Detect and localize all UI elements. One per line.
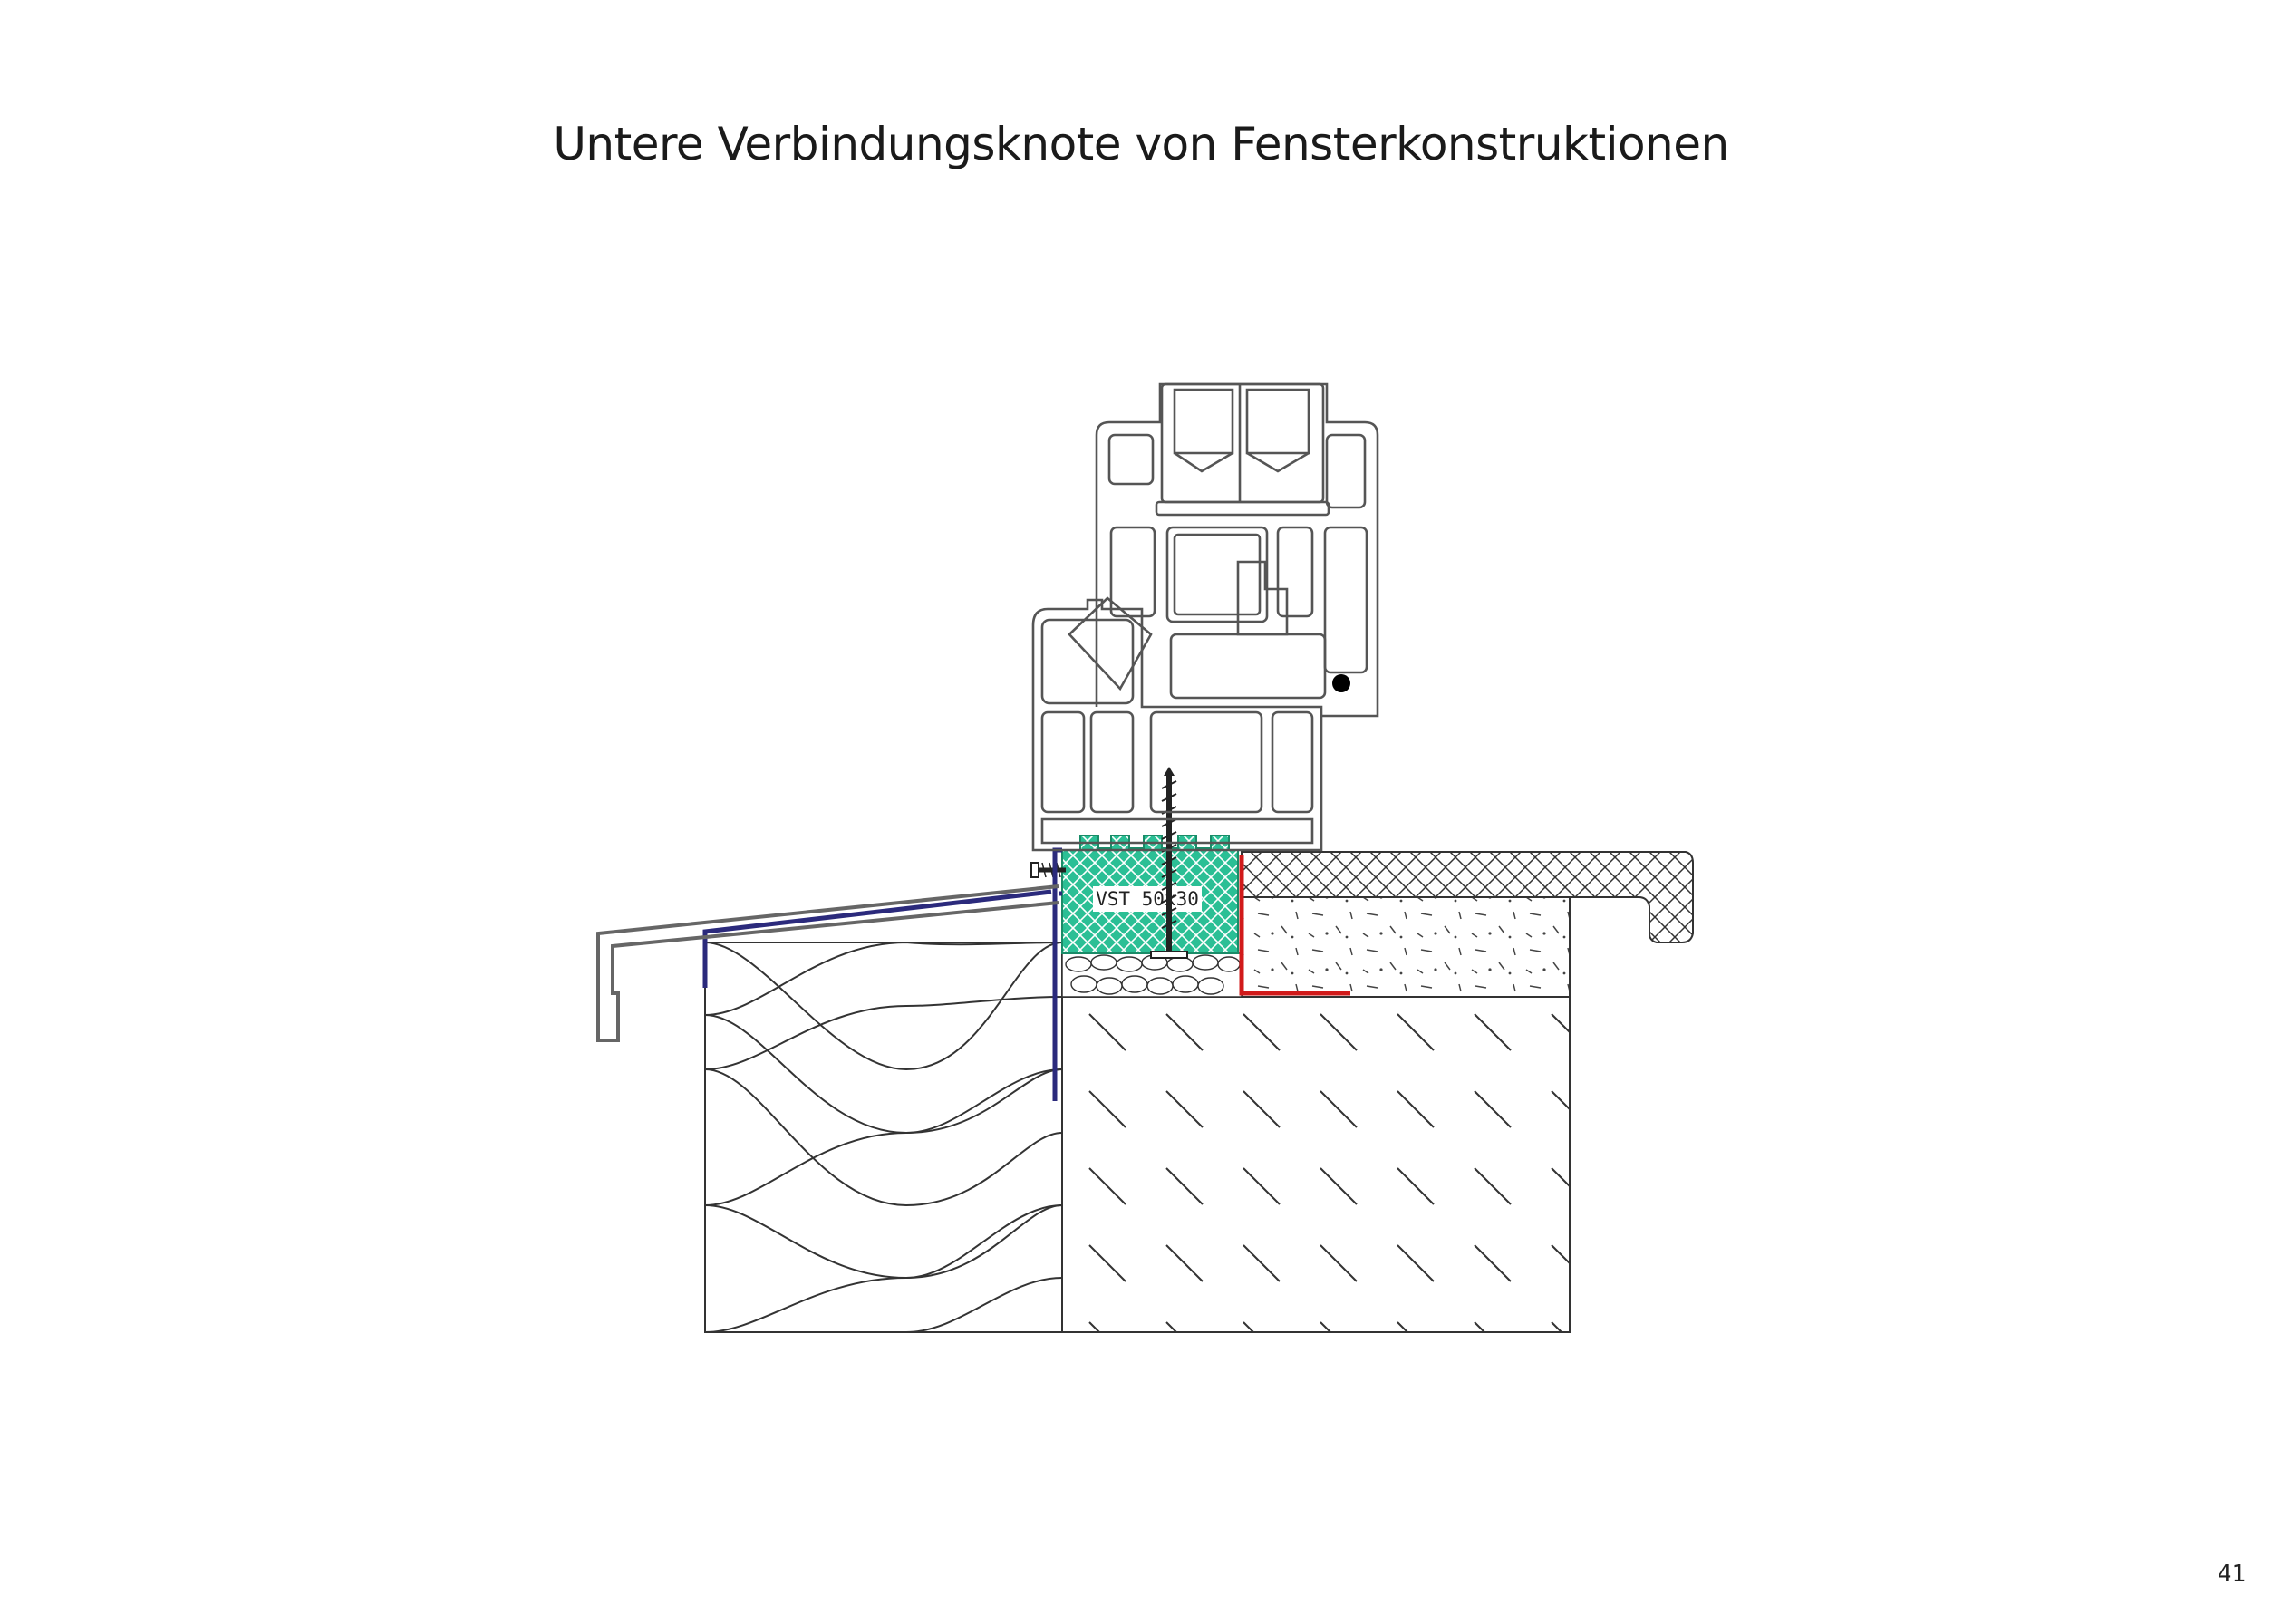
block-label: VST 50x30 — [1096, 888, 1199, 910]
masonry-wall — [1061, 996, 1571, 1333]
insulation-block: VST 50x30 — [1061, 835, 1239, 954]
anchor-screw — [1150, 767, 1188, 959]
gravel-fill — [1061, 952, 1243, 998]
window-frame-profile — [1031, 382, 1379, 852]
page-title: Untere Verbindungsknote von Fensterkonst… — [553, 118, 1729, 170]
page-number: 41 — [2217, 1561, 2246, 1588]
exterior-sill — [596, 884, 1059, 1042]
interior-membrane — [1239, 856, 1350, 996]
screed-layer — [1241, 896, 1571, 998]
side-screw — [1030, 862, 1066, 878]
facade-insulation — [704, 941, 1063, 1333]
interior-window-board — [1241, 851, 1694, 943]
